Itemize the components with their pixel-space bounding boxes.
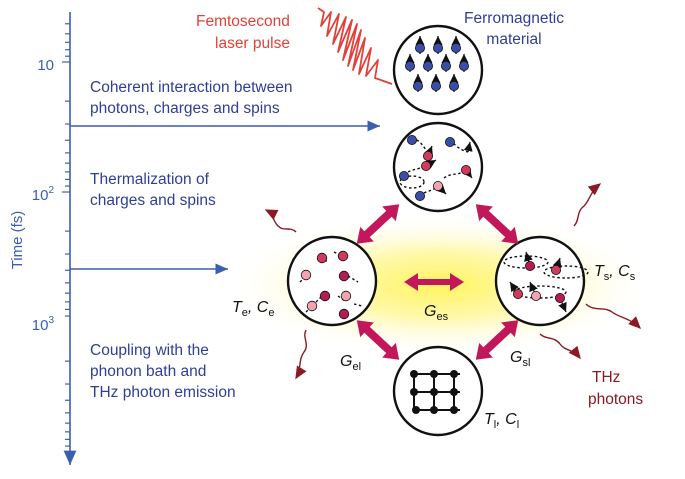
svg-text:Coherent interaction between: Coherent interaction between: [90, 79, 293, 96]
g-es-label: Ges: [424, 303, 449, 323]
g-sl-label: Gsl: [510, 349, 530, 369]
arrow-mid-right: [0, 0, 44, 10]
material-label: Ferromagnetic material: [464, 10, 564, 48]
tick-label-10: 10: [37, 57, 54, 74]
spin-electron: [414, 43, 425, 54]
arrow-sl: [475, 320, 519, 360]
g-el-label: Gel: [340, 353, 361, 373]
coupling-arrows: [0, 0, 519, 360]
spin-label: Ts, Cs: [594, 263, 636, 283]
svg-text:photons, charges and spins: photons, charges and spins: [90, 100, 280, 117]
spin-electron: [450, 43, 461, 54]
spin-electron: [422, 61, 433, 72]
spin-electron: [430, 81, 441, 92]
svg-text:photons: photons: [588, 391, 643, 408]
axis-label: Time (fs): [9, 211, 26, 270]
spin-electron: [412, 81, 423, 92]
svg-text:Ferromagnetic: Ferromagnetic: [464, 10, 564, 27]
svg-text:phonon bath and: phonon bath and: [90, 363, 206, 380]
lattice-circle: [392, 345, 484, 437]
laser-pulse: Femtosecond laser pulse: [196, 7, 393, 85]
spin-circle: [494, 235, 589, 327]
tick-label-100: 102: [32, 185, 55, 204]
tick-label-1000: 103: [32, 315, 55, 334]
arrow-es: [404, 273, 464, 291]
stage-coupling: Coupling with the phonon bath and THz ph…: [90, 342, 236, 401]
electron-label: Te, Ce: [232, 299, 274, 319]
svg-text:charges and spins: charges and spins: [90, 192, 216, 209]
svg-text:Femtosecond: Femtosecond: [196, 13, 290, 30]
laser-wave: [317, 7, 393, 85]
arrow-mid-right-shape: [475, 204, 519, 244]
spin-electron: [458, 61, 469, 72]
lattice-label: Tl, Cl: [484, 411, 519, 431]
time-axis: Time (fs) 10 102 103: [9, 12, 77, 465]
electron-circle: [286, 235, 378, 327]
svg-text:material: material: [486, 31, 541, 48]
spin-electron: [404, 61, 415, 72]
spin-electron: [432, 43, 443, 54]
spin-electron: [448, 81, 459, 92]
spin-electron: [440, 61, 451, 72]
thz-emission-arrows: [264, 183, 641, 380]
thermalization-circle: [392, 121, 484, 213]
svg-text:Coupling with the: Coupling with the: [90, 342, 209, 359]
svg-text:Thermalization of: Thermalization of: [90, 171, 210, 188]
arrow-el: [356, 320, 400, 360]
ferromagnet-circle: [392, 24, 484, 116]
stage-thermalization: Thermalization of charges and spins: [70, 171, 228, 275]
thz-photons-label: THz photons: [588, 369, 643, 408]
stage-coherent: Coherent interaction between photons, ch…: [70, 79, 380, 132]
arrow-mid-left: [356, 204, 400, 244]
svg-text:THz: THz: [592, 369, 620, 386]
svg-text:laser pulse: laser pulse: [215, 35, 290, 52]
svg-text:THz photon emission: THz photon emission: [90, 384, 236, 401]
